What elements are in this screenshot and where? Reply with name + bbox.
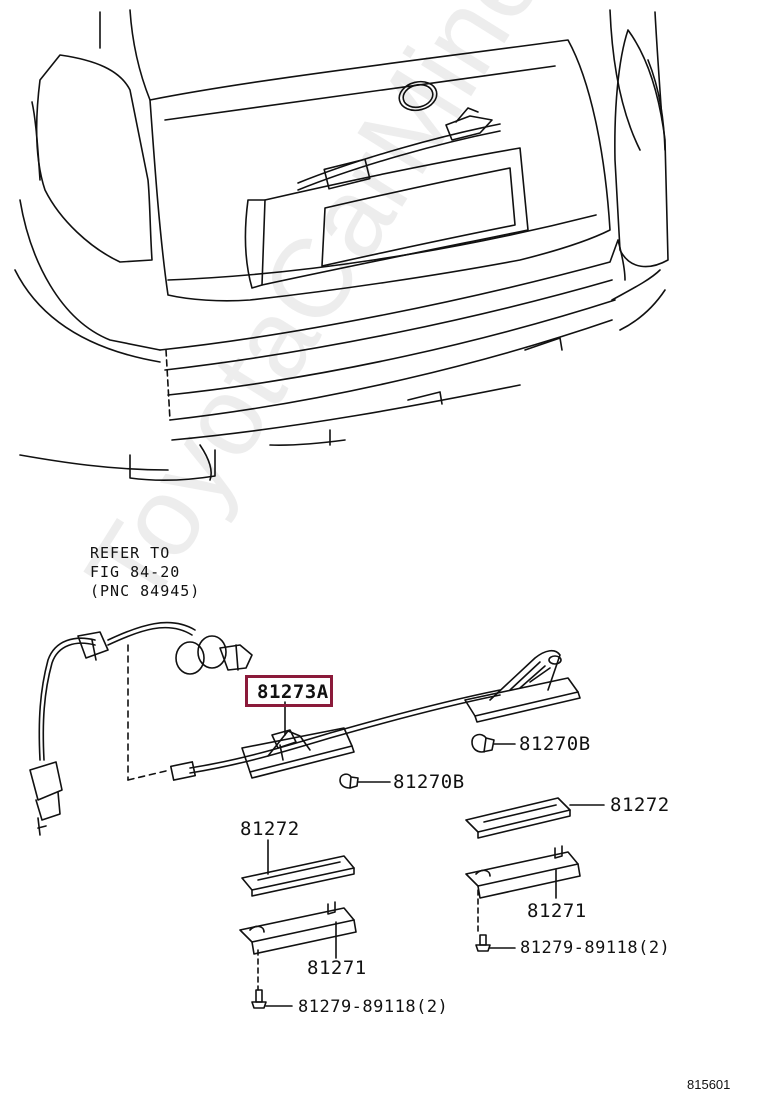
screw-left-illustration: [251, 989, 293, 1009]
part-label-81273a-highlighted[interactable]: 81273A: [245, 675, 333, 707]
part-number-81273a: 81273A: [257, 681, 329, 703]
part-label-screw-right[interactable]: 81279-89118(2): [520, 938, 671, 958]
part-label-housing-left[interactable]: 81271: [307, 957, 367, 979]
part-label-lens-right[interactable]: 81272: [610, 794, 670, 816]
part-label-bulb-upper[interactable]: 81270B: [519, 733, 591, 755]
bulb-upper-illustration: [471, 733, 516, 753]
lens-right-illustration: [465, 797, 605, 839]
reference-note-line-2: FIG 84-20: [90, 563, 181, 581]
bulb-lower-illustration: [339, 773, 391, 789]
lamp-assembly-81273a-illustration: [241, 701, 355, 779]
screw-right-illustration: [475, 934, 516, 952]
housing-left-illustration: [239, 901, 357, 991]
part-label-bulb-lower[interactable]: 81270B: [393, 771, 465, 793]
lens-left-illustration: [241, 839, 355, 897]
reference-note: REFER TO FIG 84-20 (PNC 84945): [90, 544, 200, 601]
part-label-housing-right[interactable]: 81271: [527, 900, 587, 922]
reference-note-line-3: (PNC 84945): [90, 582, 201, 600]
lamp-assembly-right-illustration: [464, 649, 581, 723]
reference-note-line-1: REFER TO: [90, 544, 171, 562]
housing-right-illustration: [465, 845, 581, 936]
part-label-lens-left[interactable]: 81272: [240, 818, 300, 840]
vehicle-rear-illustration: [14, 9, 669, 481]
part-label-screw-left[interactable]: 81279-89118(2): [298, 997, 449, 1017]
figure-id: 815601: [687, 1077, 731, 1092]
wiring-harness-illustration: [29, 621, 501, 836]
